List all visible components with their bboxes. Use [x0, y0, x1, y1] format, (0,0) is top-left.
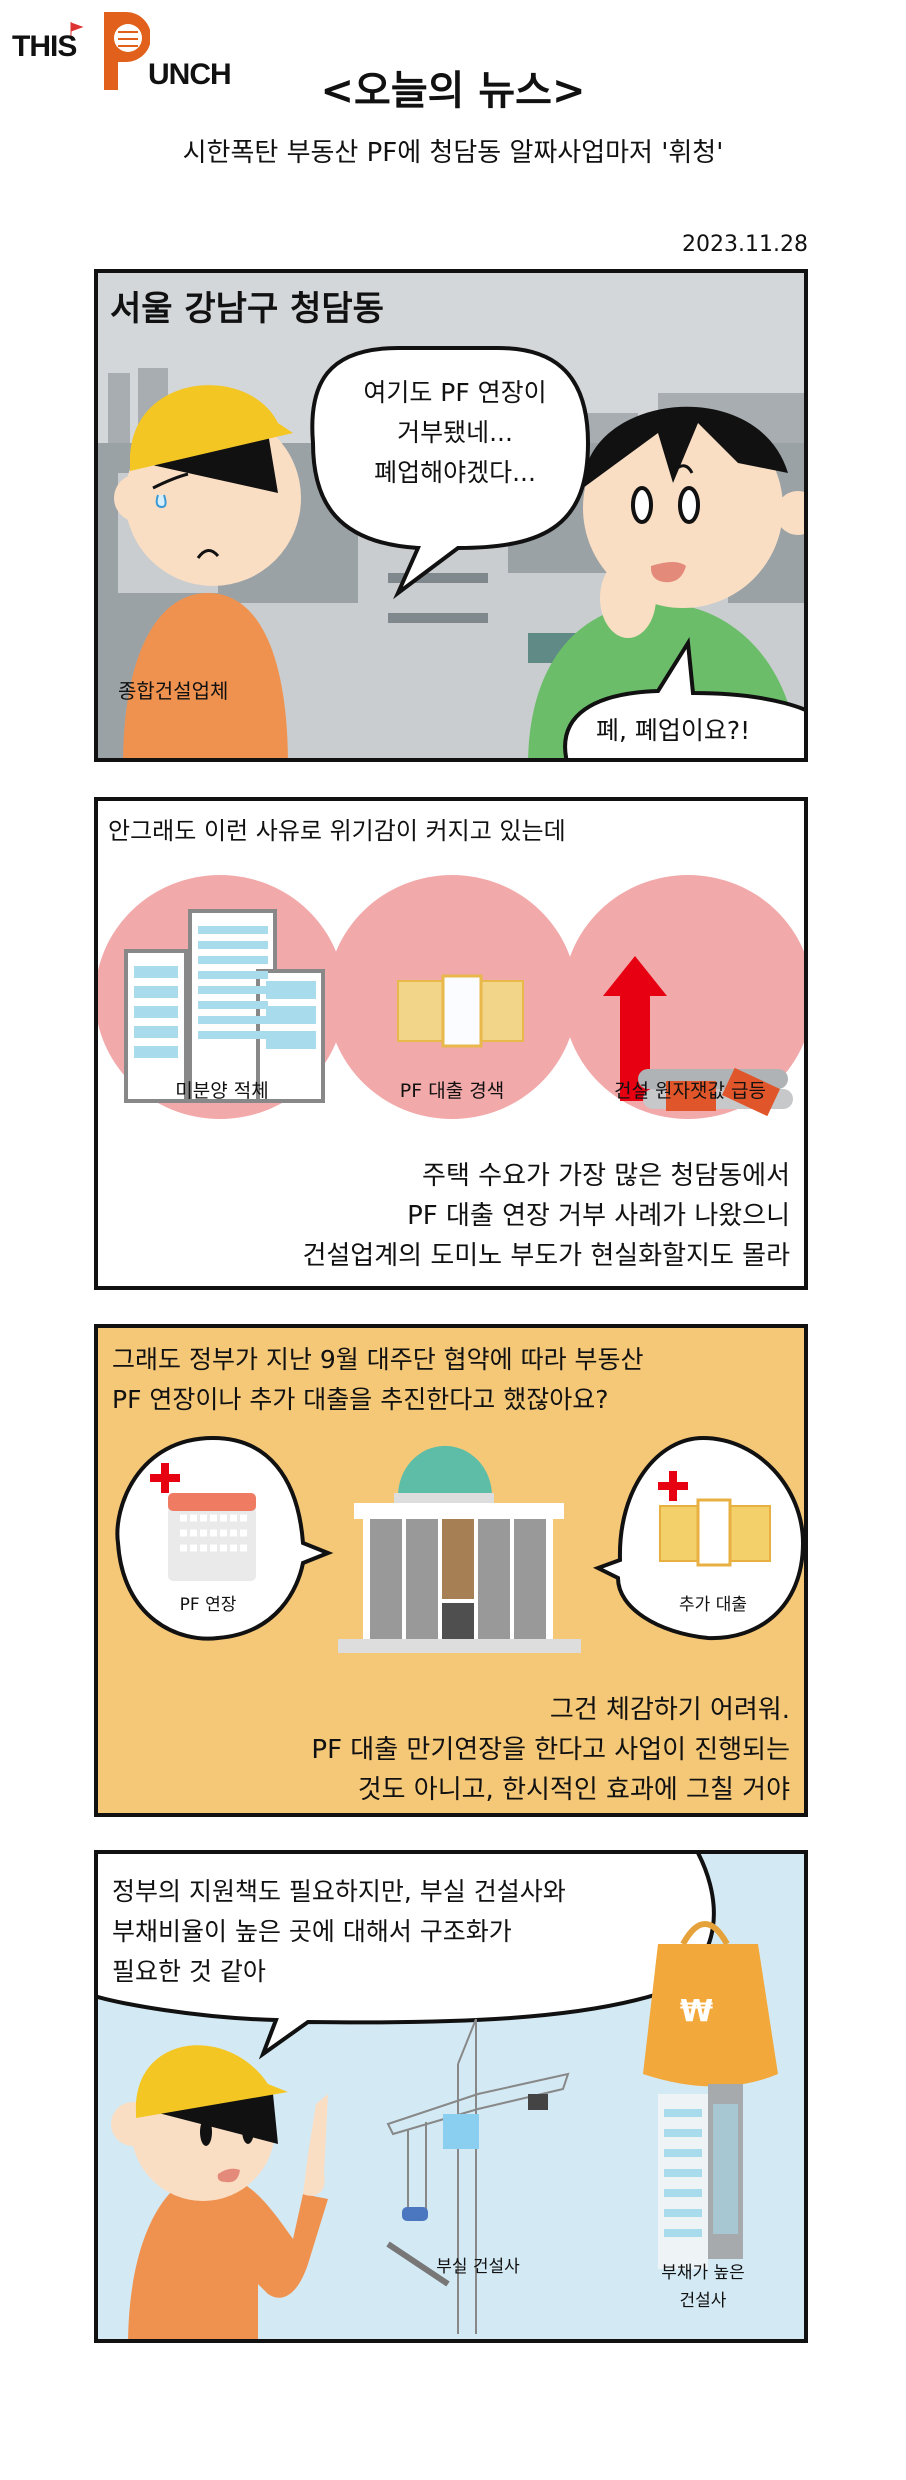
- weight-icon: [643, 1921, 778, 2087]
- question-text: 그래도 정부가 지난 9월 대주단 협약에 따라 부동산 PF 연장이나 추가 …: [112, 1340, 644, 1420]
- question-line: PF 연장이나 추가 대출을 추진한다고 했잖아요?: [112, 1385, 609, 1414]
- conclusion-line: PF 대출 연장 거부 사례가 나왔으니: [407, 1201, 790, 1231]
- characters-art: [114, 346, 804, 758]
- flag-icon: [70, 22, 84, 36]
- worker-character: [111, 2045, 328, 2339]
- restructuring-illustration: [98, 1854, 778, 2339]
- tall-building-icon: [658, 2084, 743, 2269]
- answer-line: 그건 체감하기 어려워.: [549, 1695, 790, 1725]
- conclusion-line: 건설업계의 도미노 부도가 현실화할지도 몰라: [302, 1241, 790, 1271]
- location-caption: 서울 강남구 청담동: [110, 289, 384, 329]
- advice-text: 정부의 지원책도 필요하지만, 부실 건설사와 부채비율이 높은 곳에 대해서 …: [112, 1872, 566, 1992]
- answer-text: 그건 체감하기 어려워. PF 대출 만기연장을 한다고 사업이 진행되는 것도…: [311, 1690, 790, 1810]
- logo-unch-text: UNCH: [148, 58, 232, 91]
- label-line: 건설사: [679, 2291, 727, 2311]
- answer-line: PF 대출 만기연장을 한다고 사업이 진행되는: [311, 1735, 790, 1765]
- national-assembly-icon: [338, 1445, 581, 1653]
- page-title: <오늘의 뉴스>: [320, 68, 586, 114]
- intro-text: 안그래도 이런 사유로 위기감이 커지고 있는데: [108, 817, 566, 845]
- plus-icon: [150, 1463, 180, 1493]
- question-line: 그래도 정부가 지난 9월 대주단 협약에 따라 부동산: [112, 1345, 644, 1374]
- circle-label-pf-credit: PF 대출 경색: [399, 1080, 505, 1102]
- conclusion-line: 주택 수요가 가장 많은 청담동에서: [422, 1161, 790, 1191]
- speech-bubble-reply: [563, 636, 804, 758]
- worker-label: 종합건설업체: [118, 679, 229, 703]
- money-stack-icon: [659, 1498, 771, 1567]
- label-high-debt-builder: 부채가 높은 건설사: [643, 2259, 763, 2315]
- headline: 시한폭탄 부동산 PF에 청담동 알짜사업마저 '휘청': [182, 138, 724, 168]
- circle-label-materials: 건설 원자잿값 급등: [614, 1080, 766, 1102]
- bubble-line: 여기도 PF 연장이: [363, 378, 547, 407]
- panel-2: 안그래도 이런 사유로 위기감이 커지고 있는데 미분양 적체 PF 대출 경색…: [94, 797, 808, 1290]
- conclusion-text: 주택 수요가 가장 많은 청담동에서 PF 대출 연장 거부 사례가 나왔으니 …: [302, 1156, 790, 1276]
- worker-character: [114, 385, 301, 758]
- crane-cargo: [443, 2114, 479, 2149]
- speech-bubble-1: [310, 346, 591, 600]
- bubble-line: 거부됐네...: [397, 418, 513, 447]
- price-rise-icon: [603, 956, 793, 1117]
- label-additional-loan: 추가 대출: [679, 1595, 747, 1615]
- advice-line: 정부의 지원책도 필요하지만, 부실 건설사와: [112, 1877, 566, 1906]
- causes-illustration: [98, 875, 804, 1119]
- speech-bubble-text: 여기도 PF 연장이 거부됐네... 폐업해야겠다...: [310, 373, 600, 493]
- label-pf-extension: PF 연장: [179, 1595, 237, 1615]
- label-line: 부채가 높은: [661, 2263, 745, 2283]
- bubble-line: 폐업해야겠다...: [374, 458, 536, 487]
- crane-icon: [386, 2018, 570, 2334]
- this-punch-logo: THIS UNCH: [8, 10, 248, 100]
- panel-1: 서울 강남구 청담동 여기도 PF: [94, 269, 808, 762]
- plus-icon: [658, 1471, 688, 1501]
- government-illustration: [115, 1435, 804, 1653]
- fist-p-logo-icon: [104, 12, 150, 90]
- logo-this-text: THIS: [12, 30, 77, 63]
- won-symbol: ₩: [680, 1994, 714, 2029]
- circle-label-unsold: 미분양 적체: [175, 1080, 269, 1102]
- money-stack-icon: [397, 974, 524, 1048]
- label-insolvent-builder: 부실 건설사: [436, 2257, 520, 2277]
- answer-line: 것도 아니고, 한시적인 효과에 그칠 거야: [357, 1775, 790, 1805]
- panel-3: 그래도 정부가 지난 9월 대주단 협약에 따라 부동산 PF 연장이나 추가 …: [94, 1324, 808, 1817]
- advice-line: 부채비율이 높은 곳에 대해서 구조화가: [112, 1917, 512, 1946]
- reply-text: 폐, 폐업이요?!: [596, 716, 751, 745]
- publish-date: 2023.11.28: [682, 232, 808, 257]
- advice-line: 필요한 것 같아: [112, 1957, 266, 1986]
- calendar-icon: [168, 1493, 256, 1581]
- panel-4: 정부의 지원책도 필요하지만, 부실 건설사와 부채비율이 높은 곳에 대해서 …: [94, 1850, 808, 2343]
